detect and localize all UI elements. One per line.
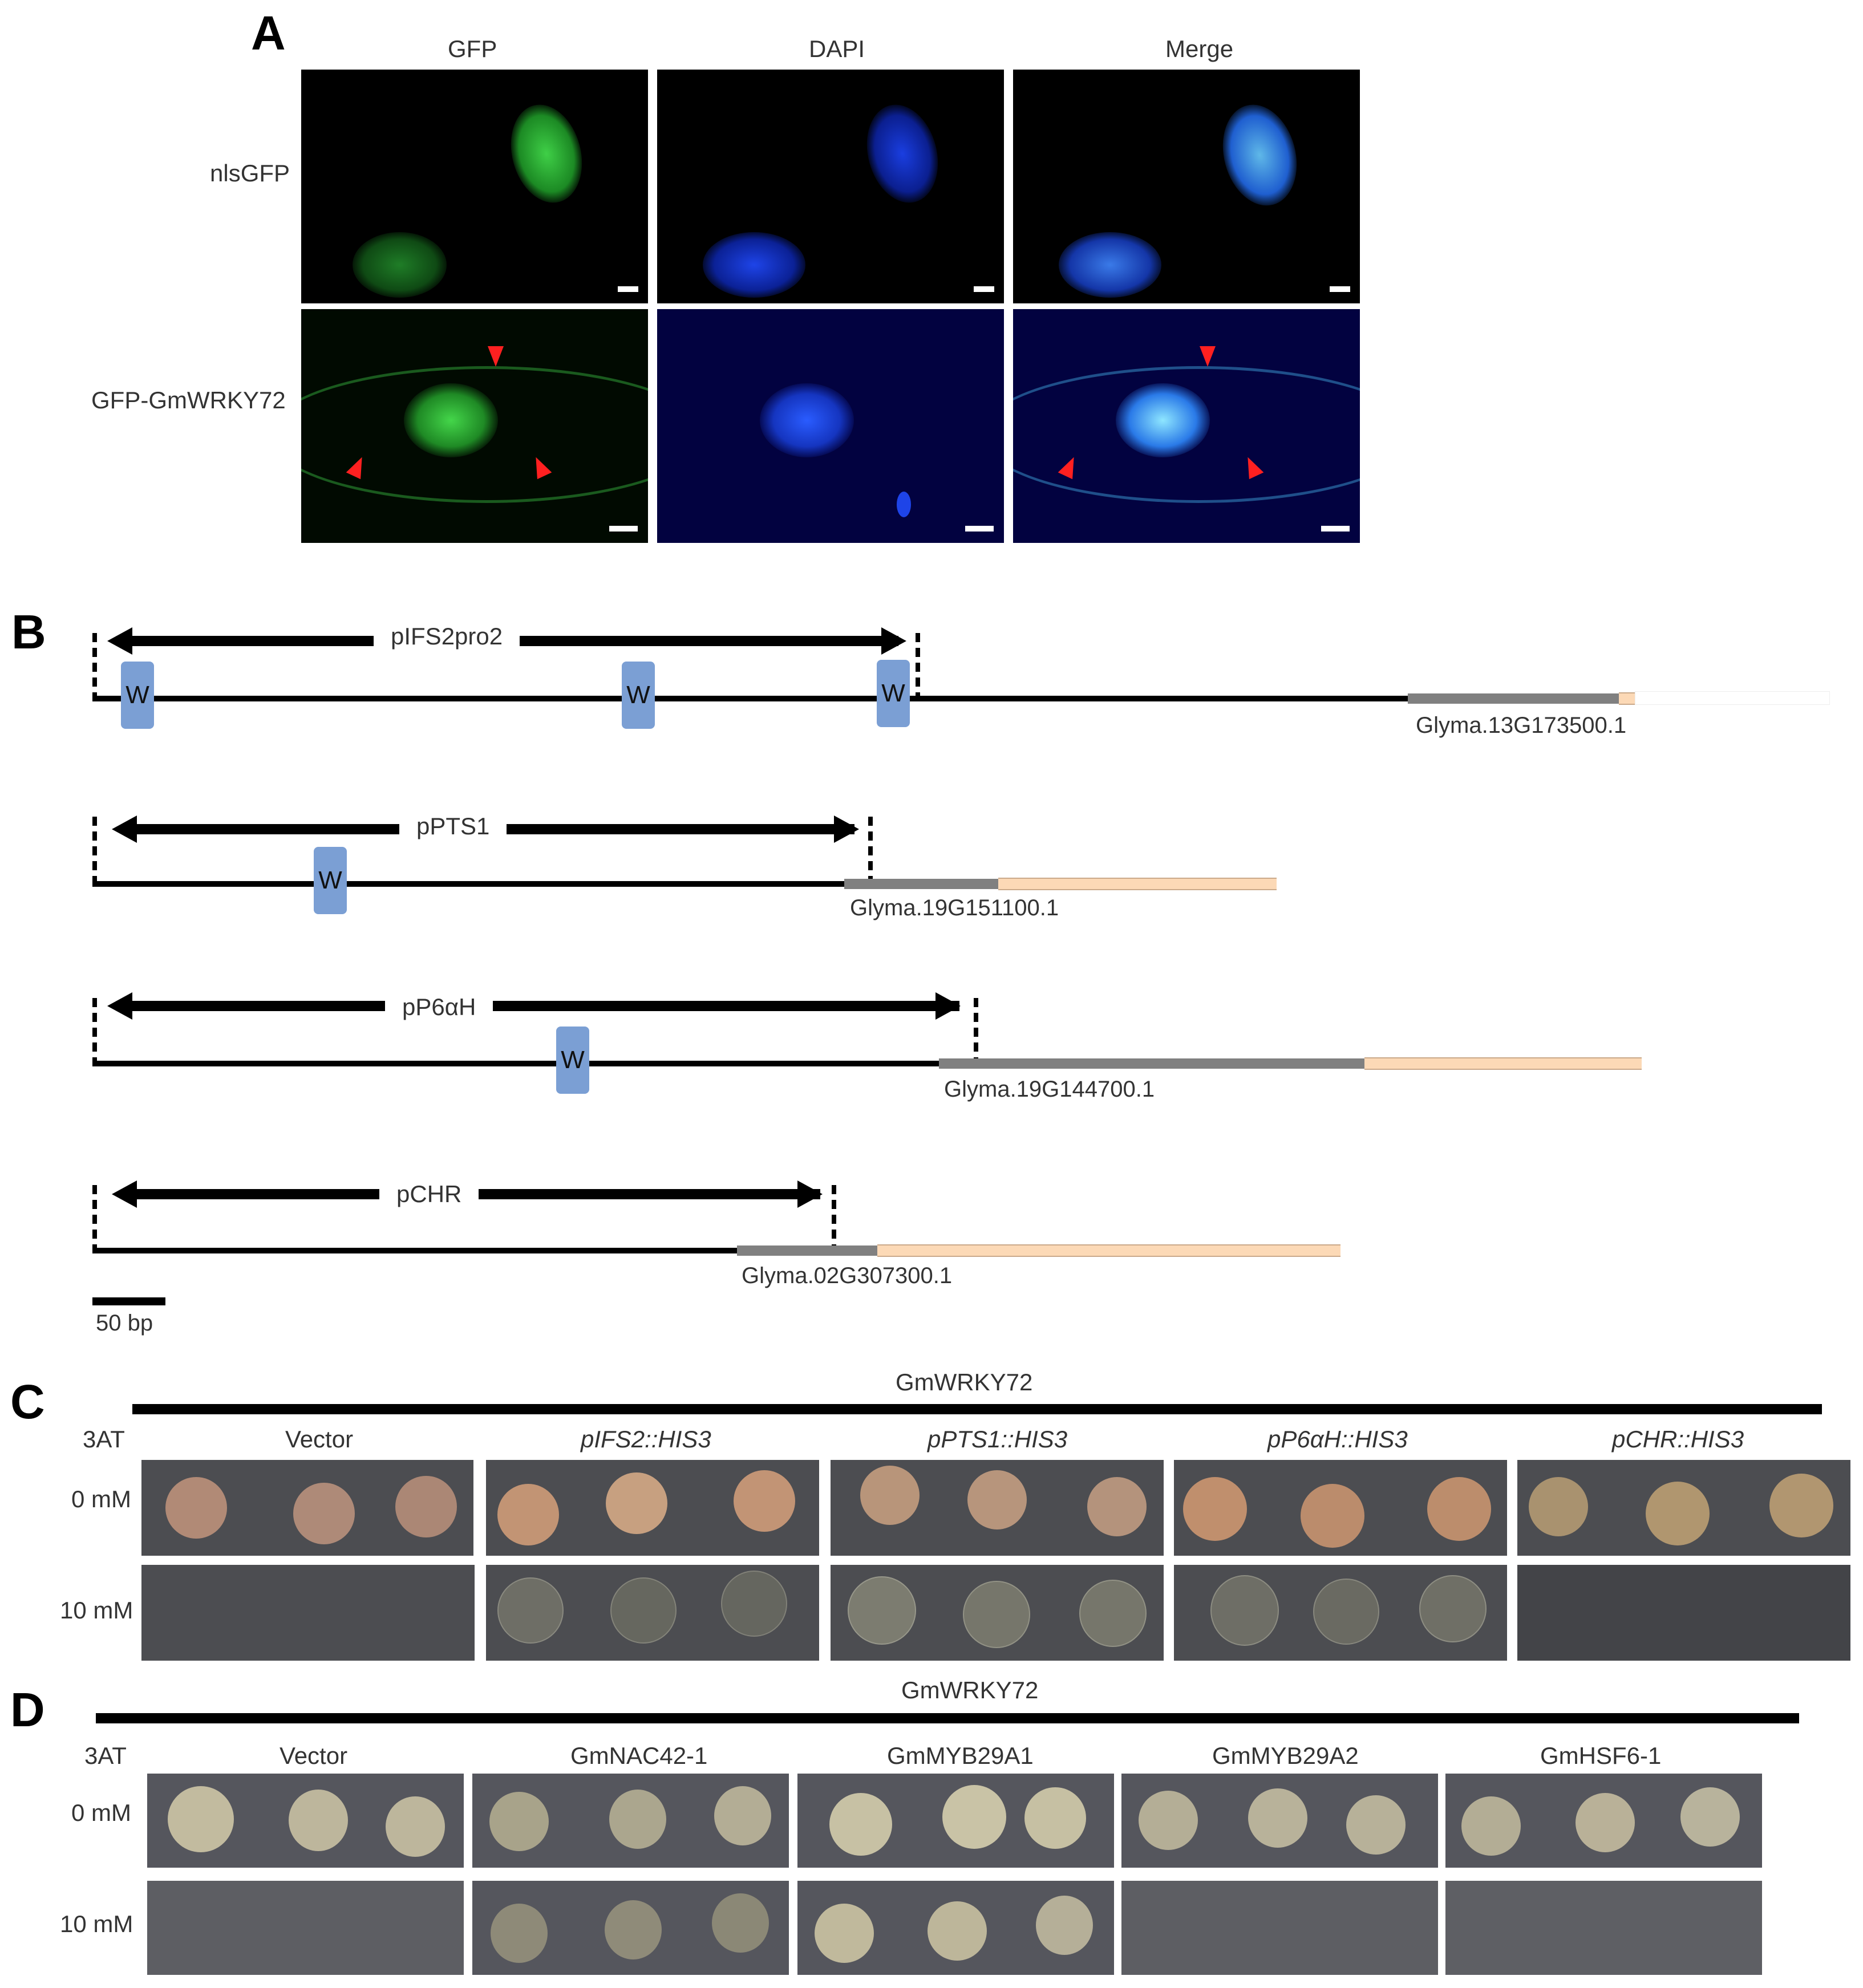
row-label-0mm: 0 mM <box>71 1486 131 1512</box>
gene-label: Glyma.13G173500.1 <box>1416 713 1627 738</box>
scale-bar <box>974 286 994 292</box>
scale-bar-50bp <box>92 1297 165 1305</box>
column-label: pPTS1::HIS3 <box>928 1426 1068 1453</box>
row-label-nlsgfp: nlsGFP <box>210 160 290 186</box>
column-label: GmMYB29A2 <box>1212 1742 1359 1769</box>
scale-bar <box>965 526 994 532</box>
row-header-3at: 3AT <box>83 1426 125 1453</box>
plate-pchr-10mm <box>1517 1565 1850 1661</box>
column-header-dapi: DAPI <box>809 35 865 62</box>
column-label: GmHSF6-1 <box>1540 1742 1662 1769</box>
micrograph-nlsgfp-gfp <box>301 70 648 303</box>
plate-gmhsf6-10mm <box>1445 1881 1762 1975</box>
w-box: W <box>556 1027 589 1094</box>
w-box: W <box>314 847 347 914</box>
plate-vector-10mm <box>141 1565 475 1661</box>
w-box: W <box>121 662 154 729</box>
gene-label: Glyma.19G151100.1 <box>850 895 1059 920</box>
scale-bar-label: 50 bp <box>96 1311 153 1336</box>
row-header-3at: 3AT <box>84 1742 127 1769</box>
plate-gmmyb29a1-10mm <box>797 1881 1114 1975</box>
column-label: Vector <box>280 1742 348 1769</box>
plate-gmmyb29a1-0mm <box>797 1774 1114 1868</box>
red-arrow-icon <box>488 346 504 367</box>
scale-bar <box>1330 286 1350 292</box>
row-label-10mm: 10 mM <box>60 1910 133 1937</box>
plate-ppts1-0mm <box>831 1460 1164 1556</box>
plate-ppts1-10mm <box>831 1565 1164 1661</box>
plate-gmmyb29a2-10mm <box>1121 1881 1438 1975</box>
column-label: GmMYB29A1 <box>887 1742 1034 1769</box>
micrograph-gmwrky72-gfp <box>301 309 648 543</box>
bait-label: GmWRKY72 <box>896 1369 1033 1395</box>
promoter-label: pCHR <box>379 1180 479 1208</box>
promoter-label: pIFS2pro2 <box>374 623 520 650</box>
plate-pp6ah-10mm <box>1174 1565 1507 1661</box>
plate-vector-0mm <box>141 1460 473 1556</box>
promoter-label: pPTS1 <box>399 813 507 840</box>
micrograph-nlsgfp-dapi <box>657 70 1004 303</box>
bait-bar <box>132 1404 1822 1414</box>
promoter-label: pP6αH <box>385 993 493 1021</box>
w-box: W <box>877 660 910 727</box>
plate-pp6ah-0mm <box>1174 1460 1507 1556</box>
w-box: W <box>622 662 655 729</box>
plate-pifs2-10mm <box>486 1565 819 1661</box>
panel-d-letter: D <box>10 1683 45 1737</box>
scale-bar <box>1321 526 1350 532</box>
plate-gmnac42-0mm <box>472 1774 789 1868</box>
scale-bar <box>618 286 638 292</box>
micrograph-gmwrky72-dapi <box>657 309 1004 543</box>
column-header-merge: Merge <box>1165 35 1234 62</box>
column-label: pCHR::HIS3 <box>1612 1426 1744 1453</box>
plate-gmmyb29a2-0mm <box>1121 1774 1438 1868</box>
plate-gmhsf6-0mm <box>1445 1774 1762 1868</box>
plate-vector-0mm <box>147 1774 464 1868</box>
row-label-0mm: 0 mM <box>71 1799 131 1826</box>
panel-c-letter: C <box>10 1375 45 1429</box>
scale-bar <box>609 526 638 532</box>
panel-b-letter: B <box>11 605 46 659</box>
column-header-gfp: GFP <box>448 35 497 62</box>
column-label: Vector <box>285 1426 354 1453</box>
micrograph-gmwrky72-merge <box>1013 309 1360 543</box>
panel-a-letter: A <box>251 6 286 60</box>
column-label: pP6αH::HIS3 <box>1267 1426 1408 1453</box>
gene-label: Glyma.02G307300.1 <box>742 1263 953 1288</box>
plate-pifs2-0mm <box>486 1460 819 1556</box>
plate-gmnac42-10mm <box>472 1881 789 1975</box>
column-label: pIFS2::HIS3 <box>581 1426 711 1453</box>
micrograph-nlsgfp-merge <box>1013 70 1360 303</box>
bait-bar <box>96 1713 1799 1723</box>
column-label: GmNAC42-1 <box>570 1742 708 1769</box>
plate-pchr-0mm <box>1517 1460 1850 1556</box>
gene-label: Glyma.19G144700.1 <box>944 1077 1155 1102</box>
bait-label: GmWRKY72 <box>901 1677 1039 1703</box>
row-label-gfp-gmwrky72: GFP-GmWRKY72 <box>91 387 286 413</box>
plate-vector-10mm <box>147 1881 464 1975</box>
row-label-10mm: 10 mM <box>60 1597 133 1624</box>
red-arrow-icon <box>1200 346 1216 367</box>
